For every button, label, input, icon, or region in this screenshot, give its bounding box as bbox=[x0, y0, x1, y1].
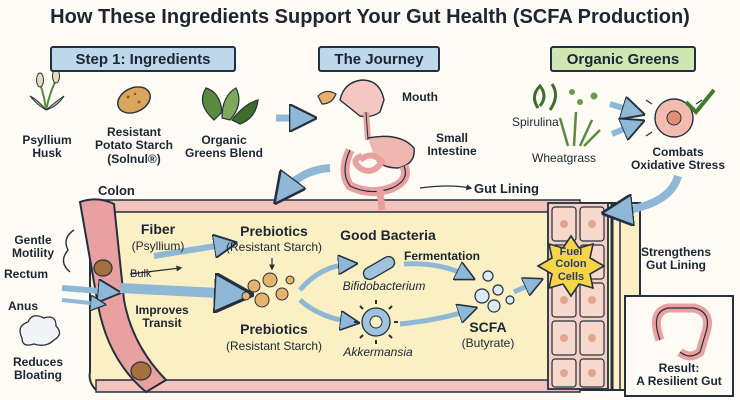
fiber-arrow bbox=[153, 244, 228, 259]
scfa-sub-label: (Butyrate) bbox=[461, 336, 515, 350]
greens-to-lining-arrow bbox=[614, 174, 682, 212]
bifidobacterium-icon bbox=[362, 255, 396, 281]
fiber-sub-label: (Psyllium) bbox=[131, 239, 185, 253]
prebiotics-top-sub-label: (Resistant Starch) bbox=[225, 240, 323, 254]
bifidobacterium-label: Bifidobacterium bbox=[342, 279, 426, 293]
gut-lining-label: Gut Lining bbox=[474, 181, 539, 196]
rectum-label: Rectum bbox=[4, 267, 49, 281]
gut-lining-pointer bbox=[419, 184, 473, 191]
prebiotics-bottom-label: Prebiotics bbox=[240, 321, 308, 337]
page-title: How These Ingredients Support Your Gut H… bbox=[50, 6, 690, 28]
bulk-label: Bulk bbox=[130, 268, 152, 280]
to-akkermansia-arrow bbox=[298, 298, 352, 322]
fuel-burst-icon bbox=[536, 234, 606, 298]
prebiotic-granules bbox=[241, 272, 295, 308]
akkermansia-icon bbox=[354, 300, 398, 344]
akkermansia-to-scfa-arrow bbox=[399, 310, 470, 327]
fermentation-label: Fermentation bbox=[404, 249, 481, 263]
potato-icon bbox=[117, 86, 151, 114]
result-box bbox=[624, 295, 734, 397]
colon-label: Colon bbox=[98, 183, 135, 198]
scfa-arrow bbox=[512, 282, 536, 292]
spirulina-arrow bbox=[609, 104, 636, 112]
result-label: Result:A Resilient Gut bbox=[636, 361, 722, 389]
banner-greens: Organic Greens bbox=[550, 46, 696, 72]
colon-body bbox=[19, 198, 641, 394]
anus-label: Anus bbox=[8, 299, 38, 313]
akkermansia-label: Akkermansia bbox=[343, 345, 413, 359]
journey-arrow bbox=[282, 164, 331, 194]
leafy-greens-icon bbox=[201, 87, 259, 125]
prebiotics-top-label: Prebiotics bbox=[240, 223, 308, 239]
fiber-label: Fiber bbox=[140, 221, 176, 237]
fermentation-arrow bbox=[403, 261, 468, 276]
wheatgrass-icon bbox=[558, 111, 601, 147]
spirulina-icon bbox=[533, 83, 598, 111]
wheatgrass-label: Wheatgrass bbox=[532, 151, 597, 165]
psyllium-plant-icon bbox=[29, 68, 65, 111]
scfa-bubbles-icon bbox=[474, 270, 515, 313]
good-bacteria-label: Good Bacteria bbox=[340, 227, 436, 243]
prebiotics-bottom-sub-label: (Resistant Starch) bbox=[225, 339, 323, 353]
spirulina-label: Spirulina bbox=[512, 115, 559, 129]
wheatgrass-arrow bbox=[610, 124, 636, 134]
gut-lining-cells bbox=[547, 202, 621, 390]
protected-cell-icon bbox=[645, 98, 703, 138]
banner-step1: Step 1: Ingredients bbox=[50, 46, 236, 72]
to-bifido-arrow bbox=[298, 264, 350, 292]
bulk-arrow bbox=[129, 265, 183, 275]
digestive-tract bbox=[317, 79, 415, 211]
scfa-label: SCFA bbox=[469, 319, 507, 335]
checkmark-icon bbox=[684, 88, 716, 115]
transit-arrow bbox=[119, 288, 238, 294]
mouth-label: Mouth bbox=[402, 90, 438, 104]
banner-journey: The Journey bbox=[318, 46, 440, 72]
